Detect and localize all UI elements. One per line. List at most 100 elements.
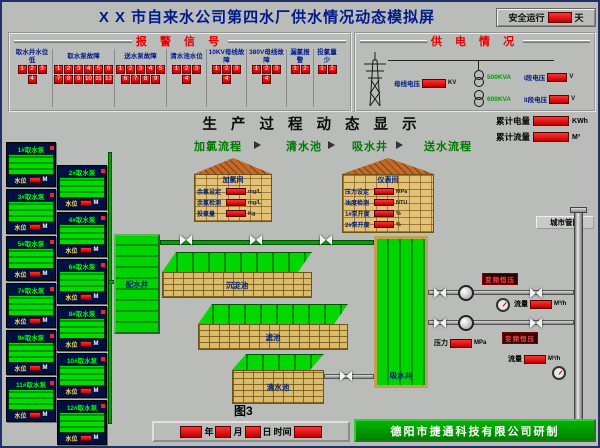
divider	[360, 39, 427, 43]
city-network-pipe	[574, 212, 583, 422]
alarm-indicator: 12	[104, 75, 113, 84]
alarm-indicator: 6	[121, 75, 130, 84]
year-label: 年	[204, 427, 214, 437]
page-title: X X 市自来水公司第四水厂供水情况动态模拟屏	[98, 9, 436, 26]
pump-status-led	[101, 310, 105, 314]
segment2-voltage-label: II段电压	[524, 97, 548, 104]
pump-status-led	[101, 404, 105, 408]
house-row-unit: NTU	[396, 199, 408, 206]
pump-status-led	[101, 263, 105, 267]
flow-readout-2: 流量 M³/h	[508, 354, 560, 364]
valve-icon	[434, 318, 446, 328]
alarm-indicator: 2	[126, 65, 135, 74]
alarm-indicator: 1	[252, 65, 261, 74]
process-title: 生 产 过 程 动 态 显 示	[202, 117, 422, 133]
safety-days-display	[547, 12, 572, 23]
house-row-unit: %	[396, 221, 401, 228]
sediment-tank: 沉淀池	[162, 252, 312, 298]
pump-level-unit: M	[42, 224, 48, 230]
valve-icon	[530, 288, 542, 298]
pump-name: 9#取水泵	[17, 334, 45, 342]
pump-level-bar	[59, 271, 105, 292]
month-display	[215, 425, 232, 438]
pump-level-display	[79, 341, 92, 347]
house-row-unit: Kg	[248, 210, 256, 217]
chlorine-house-name: 加氯间	[222, 177, 244, 184]
pump-name: 1#取水泵	[17, 146, 45, 154]
pump-level-label: 水位	[14, 319, 27, 326]
house-roof	[342, 158, 434, 174]
power-tower-icon	[360, 50, 390, 107]
alarm-indicator: 4	[146, 65, 155, 74]
total-energy-label: 累计电量	[496, 116, 531, 126]
pump-name: 8#取水泵	[68, 310, 96, 318]
pump-name: 3#取水泵	[17, 193, 45, 201]
flow-arrow-icon	[254, 141, 261, 149]
pump-status-led	[50, 287, 54, 291]
alarm-indicator: 11	[94, 75, 103, 84]
house-row-display	[226, 210, 246, 217]
stage-label-delivery: 送水流程	[424, 141, 472, 153]
bus-voltage-display	[422, 78, 446, 88]
pressure-label: 压力	[434, 340, 448, 347]
pump-status-led	[50, 381, 54, 385]
pump-level-bar	[8, 295, 54, 316]
alarm-group-label: 380V母线故障	[249, 49, 284, 64]
pump-level-label: 水位	[65, 248, 78, 255]
pump-header: 8#取水泵	[58, 307, 106, 318]
pump-name: 11#取水泵	[16, 381, 46, 389]
transformer-1-label: 500KVA	[487, 74, 512, 81]
safety-run-panel: 安全运行 天	[496, 8, 596, 27]
power-panel-title-row: 供 电 情 况	[356, 34, 594, 48]
city-network-label: 城市管网	[536, 216, 594, 229]
transformer-1-icon	[474, 70, 484, 88]
suction-well: 吸水井	[374, 236, 428, 388]
alarm-indicator: 4	[182, 75, 191, 84]
pump-level-bar	[59, 318, 105, 339]
pump-name: 12#取水泵	[66, 404, 98, 412]
house-row-display	[374, 221, 394, 228]
pump-header: 11#取水泵	[7, 378, 55, 389]
total-energy-row: 累计电量 KWh	[496, 115, 588, 127]
flow-readout-1: 流量 M³/h	[514, 299, 566, 309]
pump-level-label: 水位	[65, 201, 78, 208]
flow-unit: M³/h	[548, 356, 561, 362]
pump-level-bar	[8, 154, 54, 175]
alarm-indicator: 1	[54, 65, 63, 74]
alarm-indicator: 2	[182, 65, 191, 74]
pressure-readout: 压力 MPa	[434, 338, 486, 348]
clear-water-tank: 清水池	[232, 354, 324, 404]
alarm-group-label: 取水井水位低	[15, 49, 49, 64]
sediment-tank-label: 沉淀池	[225, 280, 249, 290]
pump-level-bar	[59, 177, 105, 198]
total-energy-display	[533, 116, 570, 126]
pump-header: 7#取水泵	[7, 284, 55, 295]
pump-level-label: 水位	[14, 178, 27, 185]
delivery-pump-icon	[458, 315, 474, 331]
flow-unit: M³/h	[554, 301, 567, 307]
bus-voltage-group: 母线电压 KV	[394, 78, 456, 88]
tank-top-face	[162, 252, 312, 272]
valve-icon	[250, 235, 262, 245]
alarm-indicator: 3	[272, 65, 281, 74]
alarm-indicator: 1	[317, 65, 327, 74]
pump-header: 5#取水泵	[7, 237, 55, 248]
pump-name: 2#取水泵	[68, 169, 96, 177]
